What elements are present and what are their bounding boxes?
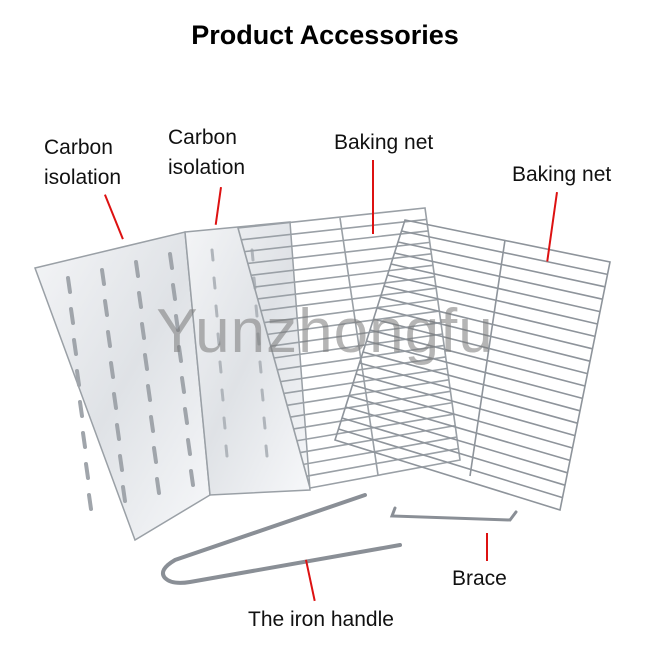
grill-wire	[303, 436, 457, 466]
label-carbon-isolation-2: Carbon isolation	[168, 126, 246, 179]
vent-slot	[152, 446, 158, 464]
vent-slot	[115, 423, 121, 441]
brace-shape	[389, 506, 518, 522]
grill-wire	[257, 275, 435, 300]
label-baking-net-1: Baking net	[334, 131, 434, 154]
grill-wire	[394, 252, 603, 300]
vent-slot	[146, 384, 152, 402]
grill-wire	[348, 395, 571, 462]
vent-slot	[250, 248, 255, 262]
grill-wire	[270, 321, 442, 347]
grill-wire	[401, 230, 608, 276]
vent-slot	[210, 248, 215, 262]
vent-slot	[186, 438, 192, 456]
vent-slot	[260, 388, 265, 402]
vent-slot	[254, 304, 259, 318]
vent-slot	[224, 444, 229, 458]
grill-wire	[286, 379, 449, 407]
vent-slot	[103, 299, 109, 317]
vent-slot	[264, 444, 269, 458]
vent-slot	[218, 360, 223, 374]
grill-wire	[290, 390, 451, 418]
vent-slot	[212, 276, 217, 290]
vent-slot	[78, 400, 84, 418]
grill-wire	[345, 406, 568, 474]
vent-slot	[183, 407, 189, 425]
vent-slot	[118, 454, 124, 472]
vent-slot	[134, 260, 140, 278]
vent-slot	[140, 322, 146, 340]
label-iron-handle: The iron handle	[248, 608, 394, 631]
vent-slot	[216, 332, 221, 346]
vent-slot	[66, 276, 72, 294]
grill-wire	[247, 241, 430, 265]
vent-slot	[220, 388, 225, 402]
grill-wire	[283, 367, 448, 395]
grill-wire	[355, 373, 576, 437]
vent-slot	[72, 338, 78, 356]
grill-wire	[267, 310, 440, 336]
grill-wire	[373, 318, 588, 375]
carbon-isolation-plate-2	[184, 221, 311, 496]
callout-line-baking-net-1	[372, 160, 374, 234]
vent-slot	[222, 416, 227, 430]
vent-slot	[81, 431, 87, 449]
vent-slot	[262, 416, 267, 430]
grill-wire	[338, 428, 563, 499]
grill-wire	[359, 362, 578, 424]
grill-wire	[241, 218, 427, 241]
iron-handle-shape	[161, 493, 402, 585]
vent-slot	[69, 307, 75, 325]
vent-slot	[100, 268, 106, 286]
vent-slot	[106, 330, 112, 348]
grill-wire	[339, 217, 379, 476]
vent-slot	[87, 493, 93, 511]
vent-slot	[174, 314, 180, 332]
vent-slot	[112, 392, 118, 410]
vent-slot	[121, 485, 127, 503]
grill-wire	[362, 351, 581, 412]
carbon-isolation-plate-1	[34, 231, 211, 542]
baking-net-2	[333, 219, 611, 512]
label-carbon-isolation-1: Carbon isolation	[44, 136, 122, 189]
vent-slot	[137, 291, 143, 309]
vent-slot	[214, 304, 219, 318]
grill-wire	[383, 285, 596, 338]
grill-wire	[369, 329, 586, 387]
grill-wire	[390, 263, 601, 313]
grill-wire	[366, 340, 583, 400]
vent-slot	[180, 376, 186, 394]
vent-slot	[168, 252, 174, 270]
vent-slot	[171, 283, 177, 301]
grill-wire	[469, 239, 506, 477]
grill-wire	[250, 253, 432, 277]
vent-slot	[84, 462, 90, 480]
vent-slot	[256, 332, 261, 346]
vent-slot	[75, 369, 81, 387]
vent-slot	[149, 415, 155, 433]
vent-slot	[109, 361, 115, 379]
vent-slot	[189, 469, 195, 487]
label-brace: Brace	[452, 567, 507, 590]
callout-line-brace	[486, 533, 488, 561]
grill-wire	[376, 307, 591, 362]
grill-wire	[254, 264, 434, 288]
grill-wire	[341, 417, 566, 486]
grill-wire	[387, 274, 598, 325]
label-baking-net-2: Baking net	[512, 163, 612, 186]
watermark: Yunzhongfu	[156, 297, 494, 366]
grill-wire	[300, 424, 456, 454]
vent-slot	[155, 477, 161, 495]
grill-wire	[352, 384, 573, 449]
vent-slot	[258, 360, 263, 374]
grill-wire	[306, 447, 459, 477]
vent-slot	[177, 345, 183, 363]
vent-slot	[143, 353, 149, 371]
grill-wire	[244, 230, 429, 253]
page-title: Product Accessories	[191, 20, 459, 50]
grill-wire	[380, 296, 593, 350]
